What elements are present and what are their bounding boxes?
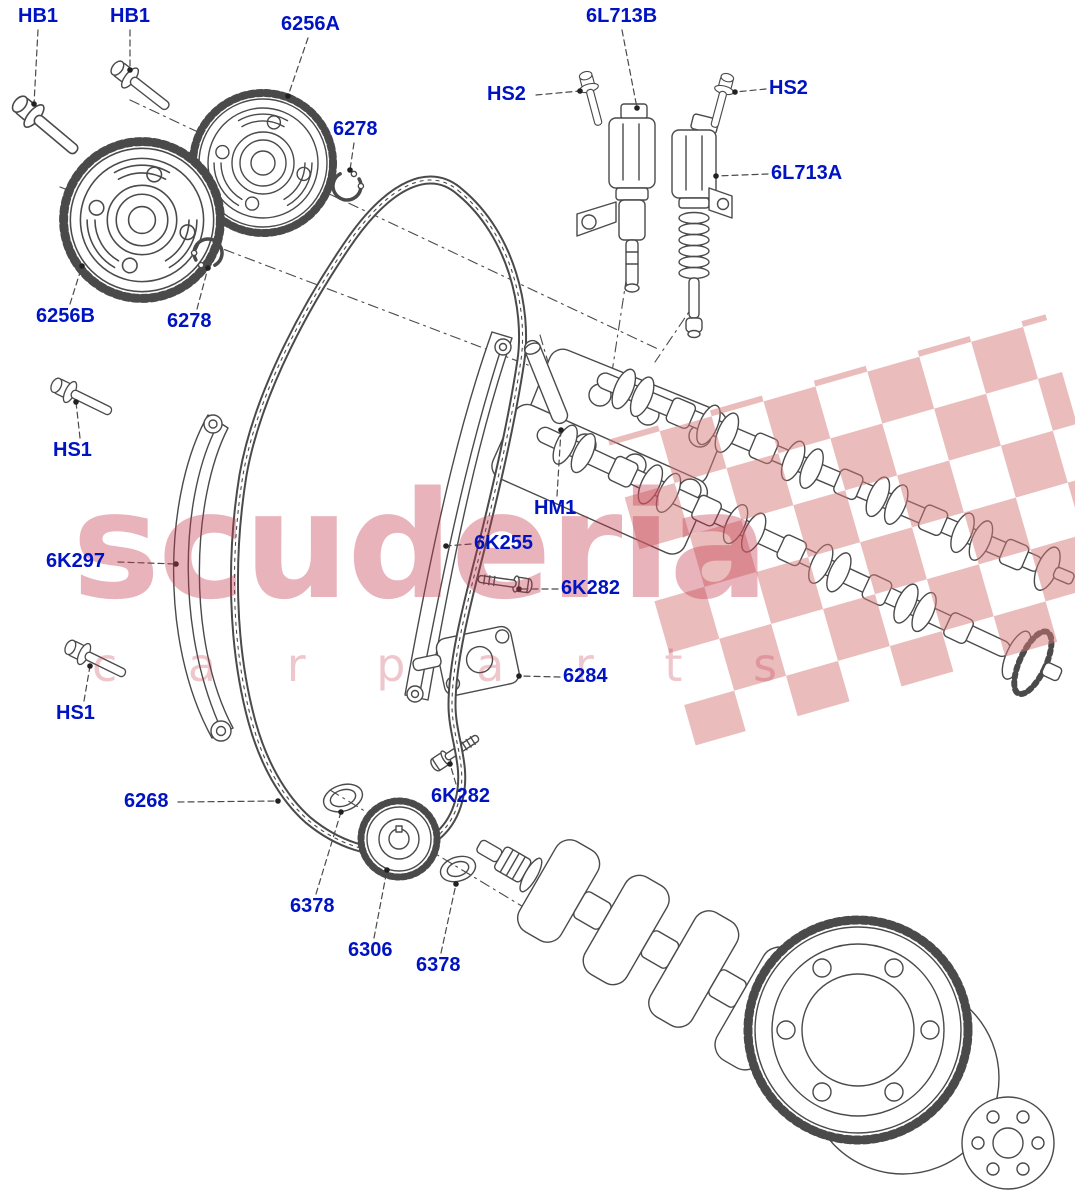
chain-guide-right bbox=[404, 331, 513, 703]
guide-bolt-upper bbox=[46, 372, 117, 423]
dowel-pin bbox=[523, 339, 569, 425]
leader-lines bbox=[33, 29, 769, 954]
sprocket-bolt-right bbox=[105, 54, 176, 118]
part-label-6284[interactable]: 6284 bbox=[563, 665, 608, 687]
part-label-hs1-1[interactable]: HS1 bbox=[53, 439, 92, 461]
crankshaft bbox=[476, 839, 1055, 1190]
part-label-6k255[interactable]: 6K255 bbox=[474, 532, 533, 554]
leader-dots bbox=[31, 67, 738, 887]
crank-washer-front bbox=[322, 783, 364, 813]
crank-washer-rear bbox=[439, 855, 477, 883]
vct-solenoid-b bbox=[576, 103, 656, 293]
chain-guide-left bbox=[172, 414, 234, 742]
part-label-hs2-1[interactable]: HS2 bbox=[487, 83, 526, 105]
part-label-6k282-1[interactable]: 6K282 bbox=[561, 577, 620, 599]
checkered-flag-watermark bbox=[608, 314, 1075, 746]
part-label-6378-2[interactable]: 6378 bbox=[416, 954, 461, 976]
part-label-6278-1[interactable]: 6278 bbox=[333, 118, 378, 140]
sprocket-bolt-left bbox=[5, 89, 86, 163]
part-label-hb1-2[interactable]: HB1 bbox=[110, 5, 151, 27]
part-label-6k297[interactable]: 6K297 bbox=[46, 550, 105, 572]
timing-chain bbox=[229, 175, 528, 857]
crank-sprocket bbox=[357, 797, 441, 881]
tensioner-bolt-upper bbox=[476, 570, 534, 595]
vvt-sprocket-exhaust bbox=[64, 142, 221, 299]
part-label-6378-1[interactable]: 6378 bbox=[290, 895, 335, 917]
part-label-6306[interactable]: 6306 bbox=[348, 939, 393, 961]
vct-solenoid-a bbox=[671, 113, 733, 339]
part-label-hs2-2[interactable]: HS2 bbox=[769, 77, 808, 99]
part-label-6k282-2[interactable]: 6K282 bbox=[431, 785, 490, 807]
solenoid-bolt-left bbox=[574, 68, 609, 129]
part-label-hb1-1[interactable]: HB1 bbox=[18, 5, 59, 27]
part-label-6278-2[interactable]: 6278 bbox=[167, 310, 212, 332]
part-label-hs1-2[interactable]: HS1 bbox=[56, 702, 95, 724]
part-label-hm1[interactable]: HM1 bbox=[534, 497, 577, 519]
guide-bolt-lower bbox=[60, 634, 131, 685]
part-label-6256b[interactable]: 6256B bbox=[36, 305, 95, 327]
part-label-6256a[interactable]: 6256A bbox=[281, 13, 340, 35]
part-label-6l713a[interactable]: 6L713A bbox=[771, 162, 843, 184]
part-label-6268[interactable]: 6268 bbox=[124, 790, 169, 812]
part-label-6l713b[interactable]: 6L713B bbox=[586, 5, 658, 27]
